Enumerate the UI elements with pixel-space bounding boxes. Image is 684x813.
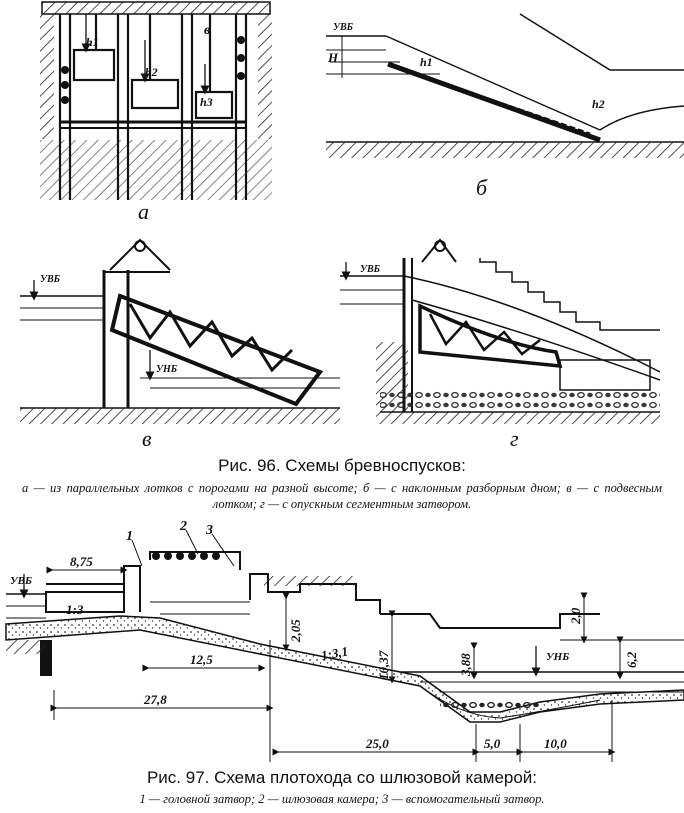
panel-v-letter: в <box>142 426 152 451</box>
b-h2: h2 <box>592 97 605 111</box>
fig96-panel-b: УВБ H h1 h2 б <box>326 13 684 200</box>
panel-g-letter: г <box>510 426 519 451</box>
slope-upstream: 1:3 <box>66 602 84 617</box>
dim-3-88: 3,88 <box>458 653 473 677</box>
fig97-legend: 1 — головной затвор; 2 — шлюзовая камера… <box>139 792 545 806</box>
fig96-panel-g: УВБ г <box>340 238 661 451</box>
dim-6-2: 6,2 <box>624 651 639 668</box>
dim-25-0: 25,0 <box>365 736 389 751</box>
b-uvb: УВБ <box>333 22 354 33</box>
b-h1: h1 <box>420 55 433 69</box>
dim-10-0: 10,0 <box>544 736 567 751</box>
a-label-h2: h2 <box>145 65 158 79</box>
fig96-legend: а — из параллельных лотков с порогами на… <box>22 481 662 511</box>
fig97-unb: УНБ <box>546 651 569 663</box>
v-uvb: УВБ <box>40 274 61 285</box>
dim-8-75: 8,75 <box>70 554 93 569</box>
fig96-caption: Рис. 96. Схемы бревноспусков: <box>218 456 466 475</box>
dim-12-5: 12,5 <box>190 652 213 667</box>
b-h: H <box>327 50 339 65</box>
fig96-panel-v: УВБ УНБ в <box>20 238 340 451</box>
a-label-v: в <box>204 23 211 38</box>
a-label-h1: h1 <box>86 35 99 49</box>
fig97-uvb: УВБ <box>10 575 32 587</box>
fig97-drawing <box>5 529 684 762</box>
slope-chamber: 1:3,1 <box>320 643 349 662</box>
a-label-h3: h3 <box>200 95 213 109</box>
callout-3: 3 <box>205 523 213 538</box>
panel-a-letter: а <box>138 199 149 224</box>
callout-1: 1 <box>126 529 133 544</box>
fig96-panel-a: h1 h2 h3 в а <box>40 1 272 224</box>
v-unb: УНБ <box>156 364 178 375</box>
dim-10-37: 10,37 <box>376 650 391 680</box>
callout-2: 2 <box>179 519 187 534</box>
g-uvb: УВБ <box>360 264 381 275</box>
fig97-caption: Рис. 97. Схема плотохода со шлюзовой кам… <box>146 768 538 787</box>
dim-2-05: 2,05 <box>288 619 303 643</box>
panel-b-letter: б <box>476 175 488 200</box>
dim-27-8: 27,8 <box>143 692 167 707</box>
dim-2-0: 2,0 <box>568 607 583 625</box>
dim-5-0: 5,0 <box>484 736 501 751</box>
